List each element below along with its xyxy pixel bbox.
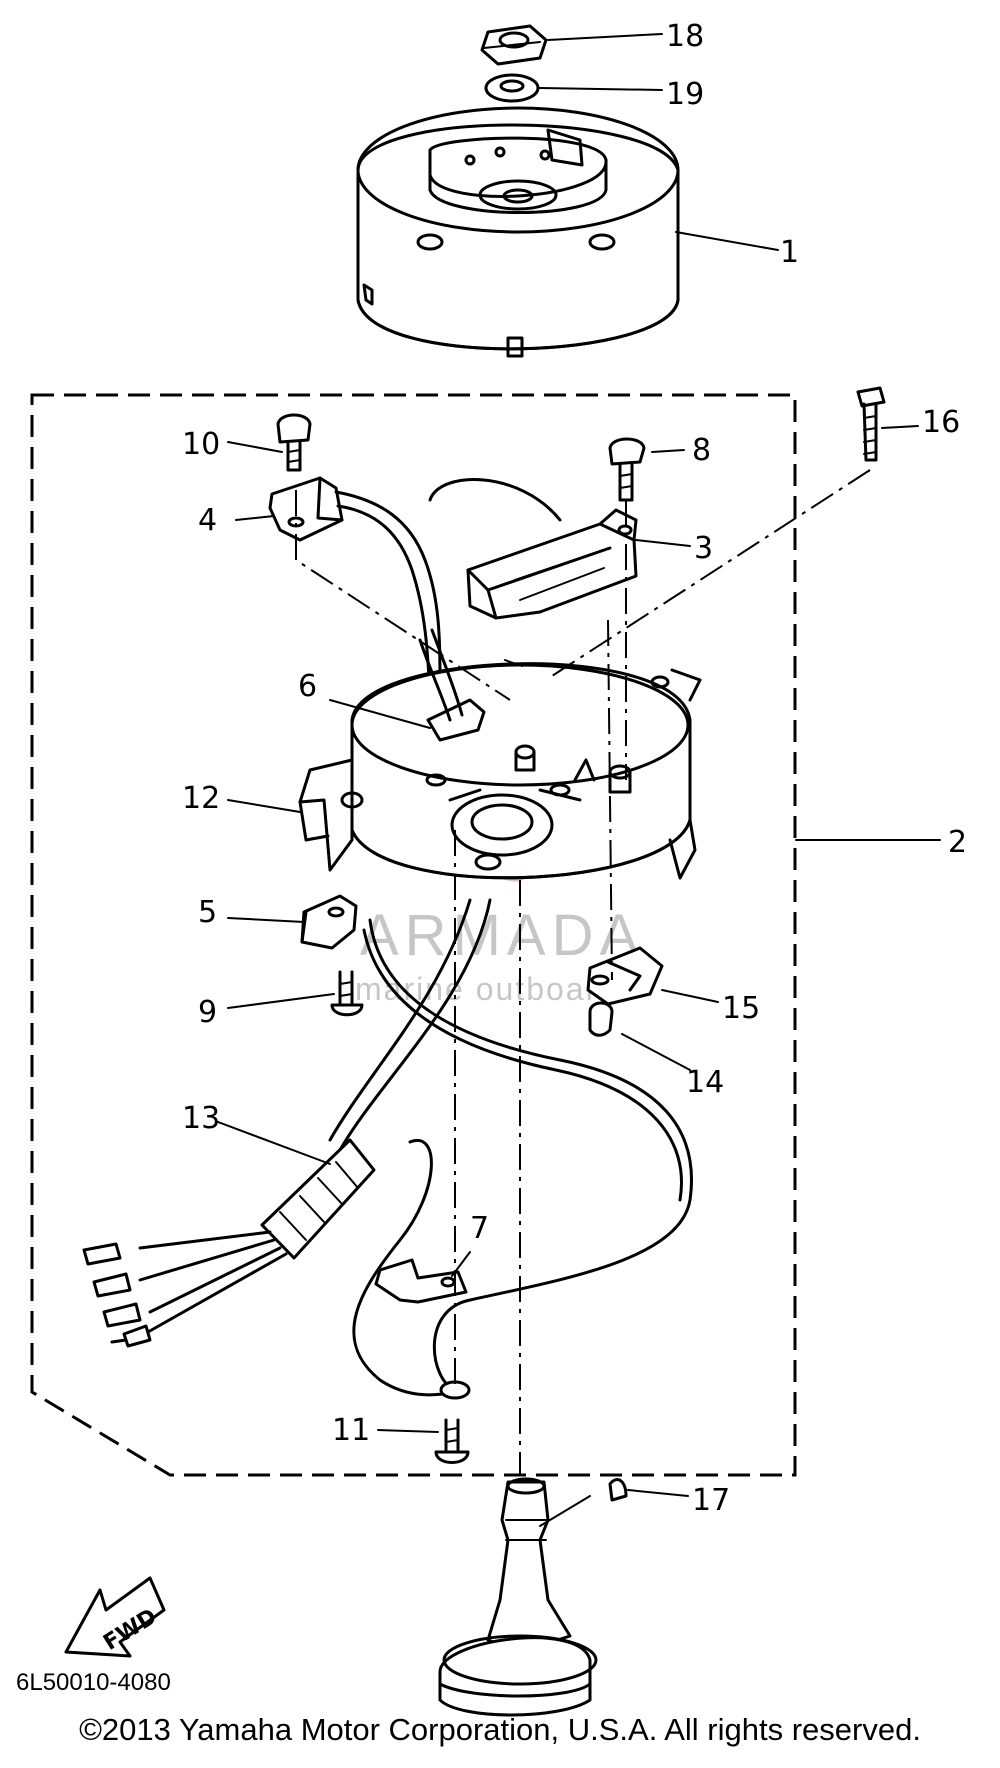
callout-9: 9 <box>198 995 217 1030</box>
callout-17: 17 <box>692 1483 730 1518</box>
part-18-nut <box>480 24 548 66</box>
part-9-screw <box>330 970 364 1017</box>
part-13-wire-harness <box>82 898 693 1397</box>
callout-2: 2 <box>948 825 967 860</box>
part-4-pulser-coil <box>268 476 442 702</box>
part-17-woodruff-key <box>608 1478 628 1502</box>
part-3-charge-coil <box>428 478 638 620</box>
callout-10: 10 <box>182 427 220 462</box>
part-10-screw <box>276 413 312 472</box>
part-7-plate <box>374 1258 468 1304</box>
callout-18: 18 <box>666 19 704 54</box>
callout-16: 16 <box>922 405 960 440</box>
callout-12: 12 <box>182 781 220 816</box>
alignment-lines <box>295 469 871 1475</box>
part-16-bolt <box>856 386 886 462</box>
copyright-notice: ©2013 Yamaha Motor Corporation, U.S.A. A… <box>79 1712 921 1747</box>
fwd-arrow: FWD <box>64 1576 166 1658</box>
diagram-part-code: 6L50010-4080 <box>16 1669 171 1696</box>
callout-5: 5 <box>198 895 217 930</box>
part-14-screw <box>588 1001 614 1037</box>
watermark-brand: ARMADA <box>360 903 644 968</box>
leader-lines <box>217 33 941 1527</box>
part-19-washer <box>484 73 540 103</box>
assembly-outline-part-2 <box>30 393 797 1477</box>
part-8-screw <box>608 437 646 502</box>
callout-7: 7 <box>470 1211 489 1246</box>
part-11-screw <box>434 1418 470 1464</box>
callout-11: 11 <box>332 1413 370 1448</box>
callout-8: 8 <box>692 433 711 468</box>
callout-numbers: 18 19 1 16 10 8 4 3 6 12 2 5 15 9 14 13 … <box>182 19 967 1518</box>
callout-1: 1 <box>780 235 799 270</box>
callout-13: 13 <box>182 1101 220 1136</box>
callout-3: 3 <box>694 531 713 566</box>
part-1-flywheel <box>356 106 680 358</box>
part-15-clamp <box>586 946 664 1006</box>
callout-19: 19 <box>666 77 704 112</box>
callout-14: 14 <box>686 1065 724 1100</box>
ground-terminal <box>439 1380 471 1400</box>
callout-15: 15 <box>722 991 760 1026</box>
crankshaft <box>438 1477 598 1717</box>
part-5-clamp <box>300 894 358 950</box>
part-6-grommet <box>418 628 486 742</box>
callout-6: 6 <box>298 669 317 704</box>
callout-4: 4 <box>198 503 217 538</box>
